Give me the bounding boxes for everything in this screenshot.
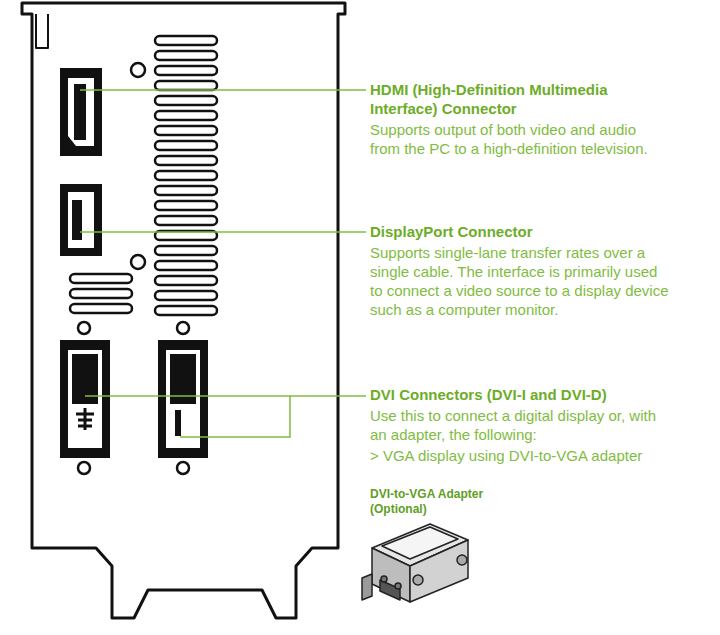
callout-heading: DVI Connectors (DVI-I and DVI-D)	[370, 385, 690, 404]
vent-slot	[155, 51, 217, 60]
vent-slot	[155, 246, 217, 255]
vent-slot	[155, 141, 217, 150]
vent-slot	[155, 201, 217, 210]
callout-heading: DisplayPort Connector	[370, 222, 670, 241]
vent-slot	[70, 304, 132, 313]
callout-body: Supports single-lane transfer rates over…	[370, 243, 670, 319]
vent-slot	[155, 126, 217, 135]
adapter-label: DVI-to-VGA Adapter (Optional)	[370, 487, 510, 517]
callout-body: Use this to connect a digital display or…	[370, 406, 670, 444]
dvi-to-vga-adapter	[362, 524, 468, 602]
vent-slot	[155, 216, 217, 225]
vent-slot	[155, 276, 217, 285]
vent-slot	[155, 156, 217, 165]
vent-slot	[70, 274, 132, 283]
vent-slot	[155, 81, 217, 90]
dvi-i-connector	[60, 340, 110, 458]
vent-slot	[155, 66, 217, 75]
vent-slot	[155, 261, 217, 270]
bracket-outline	[22, 3, 345, 618]
vent-slot	[155, 96, 217, 105]
vent-slot	[155, 36, 217, 45]
callout-body: Supports output of both video and audio …	[370, 120, 670, 158]
callout-body: > VGA display using DVI-to-VGA adapter	[370, 446, 700, 465]
vent-slot	[155, 111, 217, 120]
vent-slot	[155, 186, 217, 195]
vent-slot	[70, 289, 132, 298]
top-connector	[60, 68, 102, 156]
vent-slot	[155, 171, 217, 180]
callout-heading: HDMI (High-Definition Multimedia Interfa…	[370, 80, 670, 118]
second-connector	[60, 184, 102, 256]
dvi-d-connector	[158, 340, 208, 458]
vent-slot	[155, 306, 217, 315]
vent-slot	[155, 291, 217, 300]
leader-lines	[80, 90, 366, 437]
